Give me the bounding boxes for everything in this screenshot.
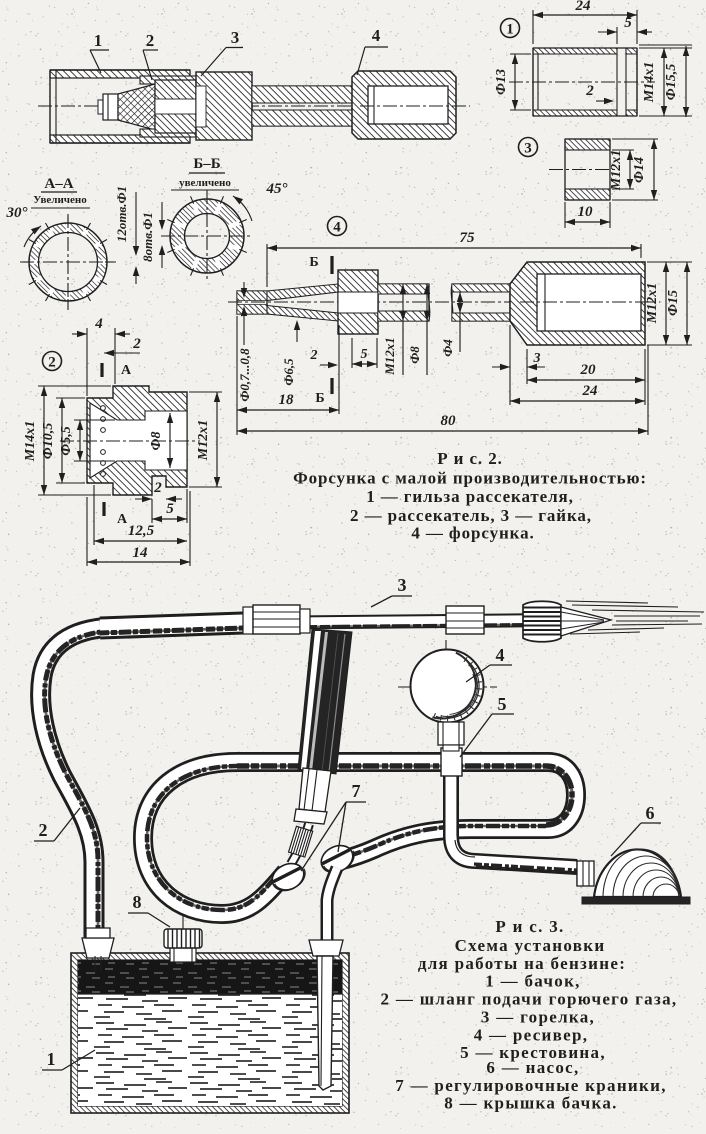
svg-text:3: 3 xyxy=(524,141,532,157)
svg-text:M14x1: M14x1 xyxy=(642,62,657,103)
svg-text:Схема установки: Схема установки xyxy=(455,936,606,955)
svg-text:Увеличено: Увеличено xyxy=(33,194,87,206)
svg-text:5: 5 xyxy=(361,347,368,362)
svg-text:Ф5,5: Ф5,5 xyxy=(59,426,74,455)
svg-text:5: 5 xyxy=(498,694,507,714)
svg-text:Ф8: Ф8 xyxy=(149,432,164,451)
svg-text:24: 24 xyxy=(582,383,599,399)
svg-text:Ф13: Ф13 xyxy=(494,69,509,95)
svg-text:4: 4 xyxy=(333,220,341,236)
svg-text:2: 2 xyxy=(48,355,56,371)
svg-text:Ф14: Ф14 xyxy=(632,157,647,183)
svg-text:А: А xyxy=(117,512,128,527)
svg-text:1: 1 xyxy=(94,31,103,50)
svg-text:Б: Б xyxy=(315,391,324,406)
svg-text:Ф15: Ф15 xyxy=(666,290,681,316)
svg-text:Ф4: Ф4 xyxy=(440,339,455,357)
svg-text:1 — гильза рассекателя,: 1 — гильза рассекателя, xyxy=(366,487,574,506)
svg-text:А–А: А–А xyxy=(44,176,73,192)
svg-text:Ф6,5: Ф6,5 xyxy=(281,358,296,386)
svg-text:Р и с. 2.: Р и с. 2. xyxy=(437,449,503,468)
svg-text:8отв.Ф1: 8отв.Ф1 xyxy=(140,212,155,262)
svg-text:Ф15,5: Ф15,5 xyxy=(664,64,679,100)
svg-text:А: А xyxy=(121,363,132,378)
svg-text:3 — горелка,: 3 — горелка, xyxy=(481,1008,595,1027)
svg-text:3: 3 xyxy=(231,28,240,47)
svg-text:18: 18 xyxy=(279,392,295,408)
svg-text:3: 3 xyxy=(533,351,541,366)
svg-text:2: 2 xyxy=(153,480,162,496)
svg-text:для работы на бензине:: для работы на бензине: xyxy=(418,954,626,973)
svg-text:Ф10,5: Ф10,5 xyxy=(41,423,56,459)
svg-text:5: 5 xyxy=(624,15,632,31)
svg-text:8 — крышка бачка.: 8 — крышка бачка. xyxy=(444,1094,617,1113)
svg-text:30°: 30° xyxy=(6,205,28,221)
svg-text:M12x1: M12x1 xyxy=(645,283,660,324)
svg-text:2 — рассекатель, 3 — гайка,: 2 — рассекатель, 3 — гайка, xyxy=(350,506,592,525)
svg-text:6: 6 xyxy=(646,803,655,823)
svg-text:2: 2 xyxy=(132,336,141,352)
svg-text:4: 4 xyxy=(496,645,505,665)
svg-text:14: 14 xyxy=(133,545,149,561)
svg-text:1: 1 xyxy=(47,1049,56,1069)
svg-text:20: 20 xyxy=(580,362,597,378)
svg-text:Б: Б xyxy=(309,255,318,270)
svg-text:Форсунка с малой производитель: Форсунка с малой производительностью: xyxy=(293,469,647,488)
svg-text:2: 2 xyxy=(310,348,318,363)
svg-text:45°: 45° xyxy=(266,181,288,197)
svg-text:Ф0,7...0,8: Ф0,7...0,8 xyxy=(237,348,252,402)
svg-text:2: 2 xyxy=(146,31,155,50)
svg-text:8: 8 xyxy=(133,892,142,912)
svg-text:2: 2 xyxy=(585,83,594,99)
svg-text:12отв.Ф1: 12отв.Ф1 xyxy=(114,186,129,242)
svg-text:2: 2 xyxy=(39,820,48,840)
svg-text:4: 4 xyxy=(372,26,381,45)
svg-text:увеличено: увеличено xyxy=(179,177,231,189)
svg-text:5: 5 xyxy=(166,501,174,517)
svg-text:7 — регулировочные краники,: 7 — регулировочные краники, xyxy=(395,1076,667,1095)
svg-text:Б–Б: Б–Б xyxy=(193,156,220,172)
svg-text:M12x1: M12x1 xyxy=(382,337,397,376)
svg-text:Ф8: Ф8 xyxy=(407,346,422,364)
svg-text:M12x1: M12x1 xyxy=(196,420,211,461)
svg-text:75: 75 xyxy=(460,230,476,246)
svg-text:24: 24 xyxy=(575,0,592,14)
svg-text:7: 7 xyxy=(352,781,361,801)
svg-text:10: 10 xyxy=(578,204,594,220)
svg-text:2 — шланг подачи горючего газа: 2 — шланг подачи горючего газа, xyxy=(381,990,678,1009)
svg-text:M12x1: M12x1 xyxy=(609,150,624,191)
svg-text:3: 3 xyxy=(398,575,407,595)
svg-text:1 — бачок,: 1 — бачок, xyxy=(485,972,580,991)
svg-text:4 — форсунка.: 4 — форсунка. xyxy=(411,524,534,543)
svg-text:4 — ресивер,: 4 — ресивер, xyxy=(474,1026,589,1045)
svg-text:Р и с. 3.: Р и с. 3. xyxy=(495,917,564,936)
svg-text:12,5: 12,5 xyxy=(128,523,155,539)
svg-text:M14x1: M14x1 xyxy=(23,421,38,462)
svg-text:6 — насос,: 6 — насос, xyxy=(486,1058,579,1077)
svg-text:1: 1 xyxy=(506,22,514,38)
svg-text:4: 4 xyxy=(94,316,103,332)
svg-text:80: 80 xyxy=(441,413,457,429)
